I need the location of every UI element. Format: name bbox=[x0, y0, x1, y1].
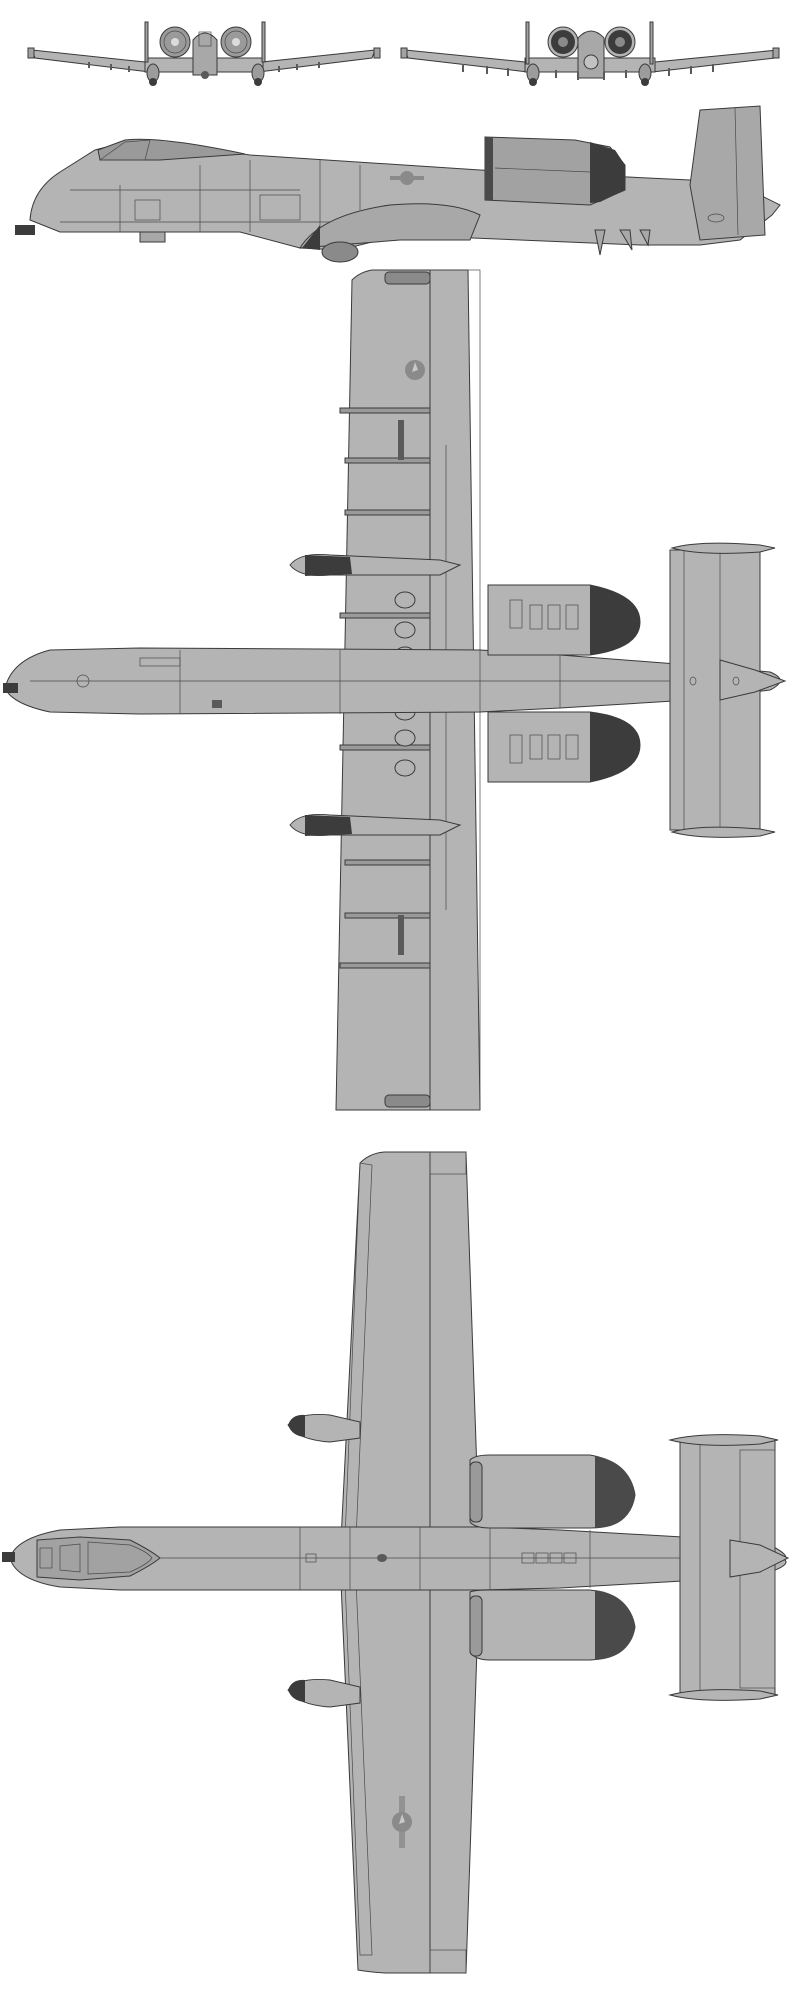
side-view bbox=[15, 105, 781, 263]
top-plan-view bbox=[2, 1151, 790, 1974]
front-view bbox=[27, 21, 381, 86]
rear-view bbox=[400, 21, 780, 86]
underside-plan-view bbox=[3, 269, 787, 1111]
